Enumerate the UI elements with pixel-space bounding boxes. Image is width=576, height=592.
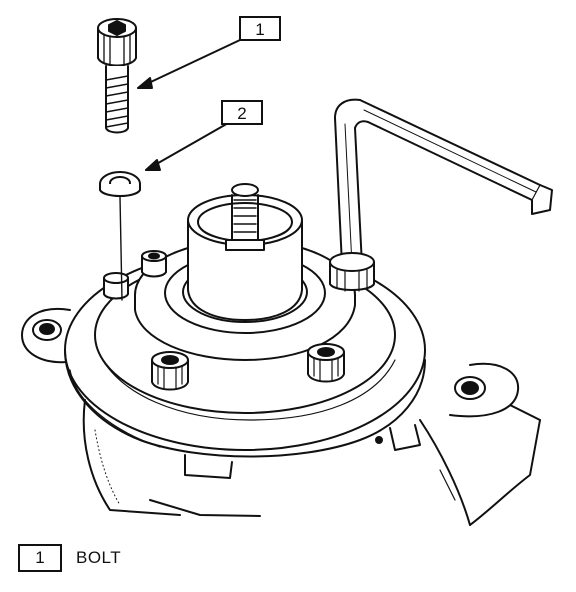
leader-line-1 (137, 39, 241, 89)
lock-washer-part (99, 171, 141, 197)
hex-key-wrench (329, 98, 553, 292)
cover-bolt-left (151, 351, 189, 391)
legend-item-1-label: BOLT (76, 548, 122, 567)
callout-2-number: 2 (237, 104, 246, 123)
center-sleeve (187, 183, 303, 321)
callout-1-number: 1 (255, 20, 264, 39)
leader-line-2 (145, 121, 231, 171)
callout-2: 2 (221, 100, 263, 125)
bolt-part (97, 18, 137, 134)
assembly-alignment-line (119, 196, 123, 301)
exploded-view-illustration: 1 2 (21, 16, 553, 526)
cover-bolt-rear (141, 250, 167, 278)
cover-bolt-right (307, 343, 345, 383)
cover-bolt-front-left (103, 272, 129, 300)
legend-item-1-number: 1 (18, 544, 62, 572)
callout-1: 1 (239, 16, 281, 41)
legend: 1 BOLT (18, 544, 121, 572)
